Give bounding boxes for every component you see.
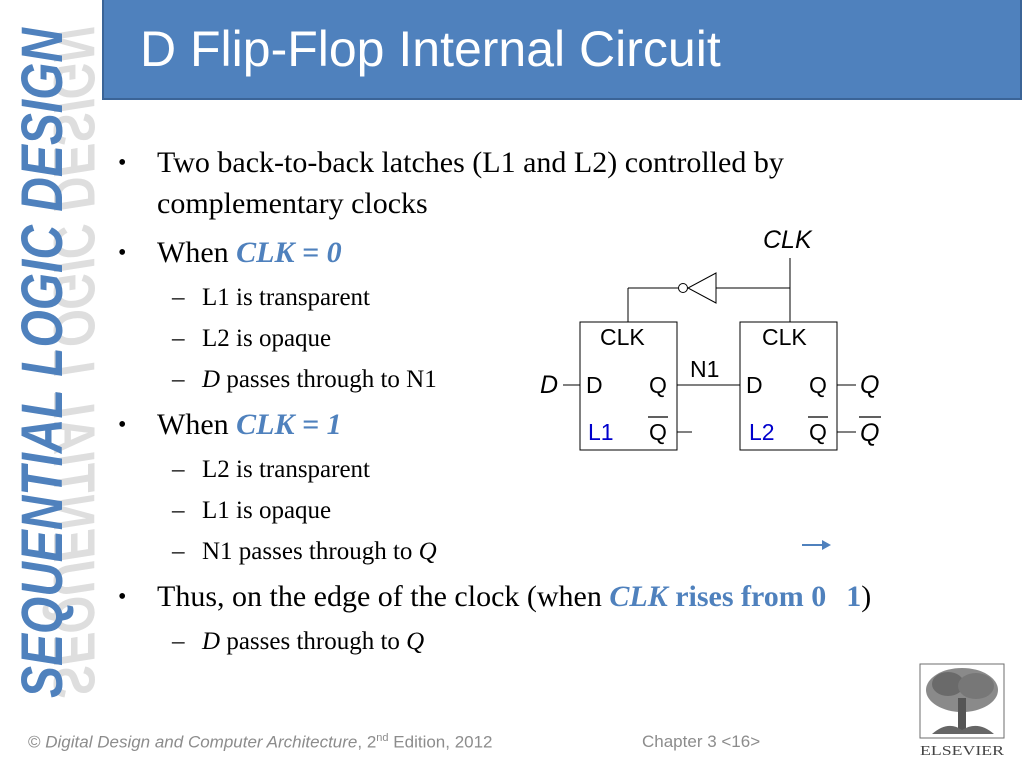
latch-l1-qbar-label: Q	[649, 419, 667, 445]
bullet-4-sub-1: D passes through to Q	[202, 628, 425, 655]
page-title: D Flip-Flop Internal Circuit	[140, 21, 721, 77]
bullet-2-sub-2: L2 is opaque	[202, 325, 332, 352]
bullet-dot: •	[118, 412, 127, 438]
bullet-3-sub-2: L1 is opaque	[202, 497, 332, 524]
latch-l2-d-label: D	[746, 372, 763, 398]
latch-l2-clk-label: CLK	[762, 324, 807, 350]
latch-l2-name: L2	[749, 419, 775, 445]
bullet-4: Thus, on the edge of the clock (when CLK…	[157, 580, 872, 613]
latch-l2-qbar-label: Q	[809, 419, 827, 445]
bullet-1-line-1: Two back-to-back latches (L1 and L2) con…	[157, 146, 784, 179]
sub-dash: –	[172, 628, 185, 655]
latch-l2-q-label: Q	[809, 372, 827, 398]
sub-dash: –	[172, 497, 185, 524]
n1-label: N1	[690, 356, 719, 382]
arrow-right-icon	[802, 540, 831, 550]
inverter-bubble-icon	[678, 283, 688, 293]
bullet-dot: •	[118, 150, 127, 176]
elsevier-wordmark: ELSEVIER	[920, 744, 1005, 759]
latch-l2	[739, 321, 838, 451]
bullet-3: When CLK = 1	[157, 408, 342, 441]
qbar-output-label: Q	[860, 419, 879, 447]
bullet-dot: •	[118, 584, 127, 610]
bullet-3-sub-3: N1 passes through to Q	[202, 538, 437, 565]
footer-copyright: © Digital Design and Computer Architectu…	[28, 732, 493, 752]
bullet-3-sub-1: L2 is transparent	[202, 456, 371, 483]
sidebar-title: SEQUENTIAL LOGIC DESIGN	[10, 27, 75, 698]
title-bar: D Flip-Flop Internal Circuit	[102, 0, 1022, 100]
d-input-label: D	[540, 371, 558, 399]
bullet-dot: •	[118, 240, 127, 266]
latch-l1	[579, 321, 678, 451]
bullet-2-sub-1: L1 is transparent	[202, 284, 371, 311]
bullet-2: When CLK = 0	[157, 236, 342, 269]
sidebar-reflection: SEQUENTIAL LOGIC DESIGN	[41, 27, 100, 698]
q-output-label: Q	[860, 371, 879, 399]
latch-l1-clk-label: CLK	[600, 324, 645, 350]
elsevier-logo: ELSEVIER	[919, 663, 1005, 759]
sidebar-banner: SEQUENTIAL LOGIC DESIGN SEQUENTIAL LOGIC…	[0, 0, 100, 768]
sub-dash: –	[172, 325, 185, 352]
footer-chapter: Chapter 3 <16>	[642, 732, 761, 751]
sub-dash: –	[172, 538, 185, 565]
inverter-icon	[686, 272, 717, 304]
clk-input-label: CLK	[763, 226, 813, 254]
latch-l1-q-label: Q	[649, 372, 667, 398]
sub-dash: –	[172, 366, 185, 393]
sub-dash: –	[172, 284, 185, 311]
latch-l1-d-label: D	[586, 372, 603, 398]
bullet-2-sub-3: D passes through to N1	[202, 366, 437, 393]
latch-l1-name: L1	[588, 419, 614, 445]
bullet-1-line-2: complementary clocks	[157, 187, 428, 220]
sub-dash: –	[172, 456, 185, 483]
